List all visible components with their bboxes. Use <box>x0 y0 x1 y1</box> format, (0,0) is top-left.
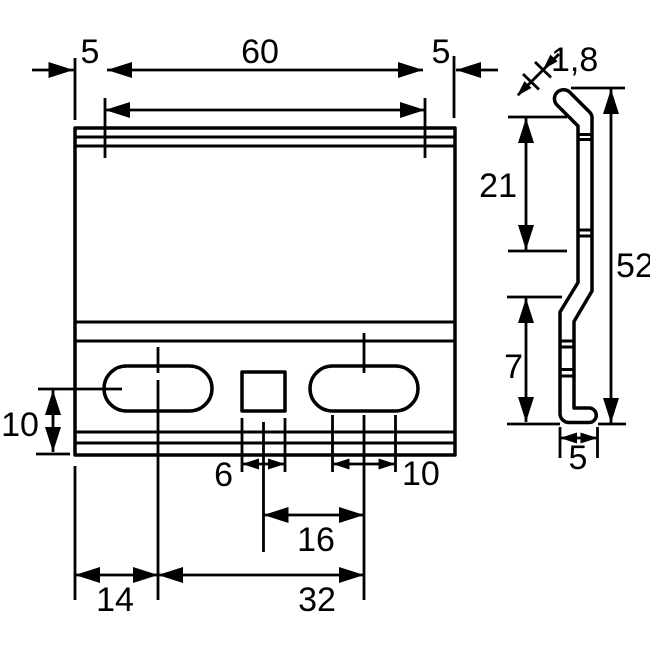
front-part-outline <box>73 126 457 457</box>
dim-thickness: 1,8 <box>517 41 598 96</box>
side-profile <box>552 87 598 425</box>
side-view <box>552 87 598 425</box>
dim-label-total-height: 52 <box>616 247 650 285</box>
dim-label-square-width: 6 <box>214 456 233 494</box>
dim-label-edge-to-slot: 14 <box>96 581 134 619</box>
side-dimensions: 1,8 21 7 52 5 <box>479 41 650 477</box>
dim-label-lower-length: 7 <box>504 348 523 386</box>
dim-square-width: 6 <box>214 456 285 494</box>
dim-total-height: 52 <box>571 86 650 426</box>
dim-label-thickness: 1,8 <box>551 41 598 79</box>
dim-label-slot-arc-distance: 10 <box>402 455 440 493</box>
dim-slot-arc-distance: 10 <box>332 455 440 493</box>
dim-lower-length: 7 <box>504 295 562 426</box>
dim-foot-depth: 5 <box>558 427 599 477</box>
dim-label-square-to-slot: 16 <box>297 521 335 559</box>
tick-thickness-outer <box>534 60 552 79</box>
dim-label-slot-center-height: 10 <box>1 406 39 444</box>
dim-edge-to-slot: 14 <box>75 567 158 619</box>
tick-thickness-inner <box>522 72 540 91</box>
dim-label-upper-length: 21 <box>479 167 517 205</box>
dim-upper-length: 21 <box>479 115 567 253</box>
dim-label-right-margin: 5 <box>432 33 451 71</box>
front-view <box>73 126 457 457</box>
front-dimensions: 5 60 5 10 6 10 <box>1 33 498 619</box>
dim-slot-to-slot: 32 <box>158 567 364 619</box>
dim-label-lip-width: 60 <box>241 33 279 71</box>
dim-label-left-margin: 5 <box>81 33 100 71</box>
dim-label-slot-to-slot: 32 <box>298 581 336 619</box>
side-bend-marks <box>560 133 592 378</box>
dim-square-to-slot: 16 <box>263 507 364 559</box>
square-hole <box>240 370 287 413</box>
dim-top-row: 5 60 5 <box>32 33 498 78</box>
dim-label-foot-depth: 5 <box>569 439 588 477</box>
dim-slot-center-height: 10 <box>1 387 122 456</box>
